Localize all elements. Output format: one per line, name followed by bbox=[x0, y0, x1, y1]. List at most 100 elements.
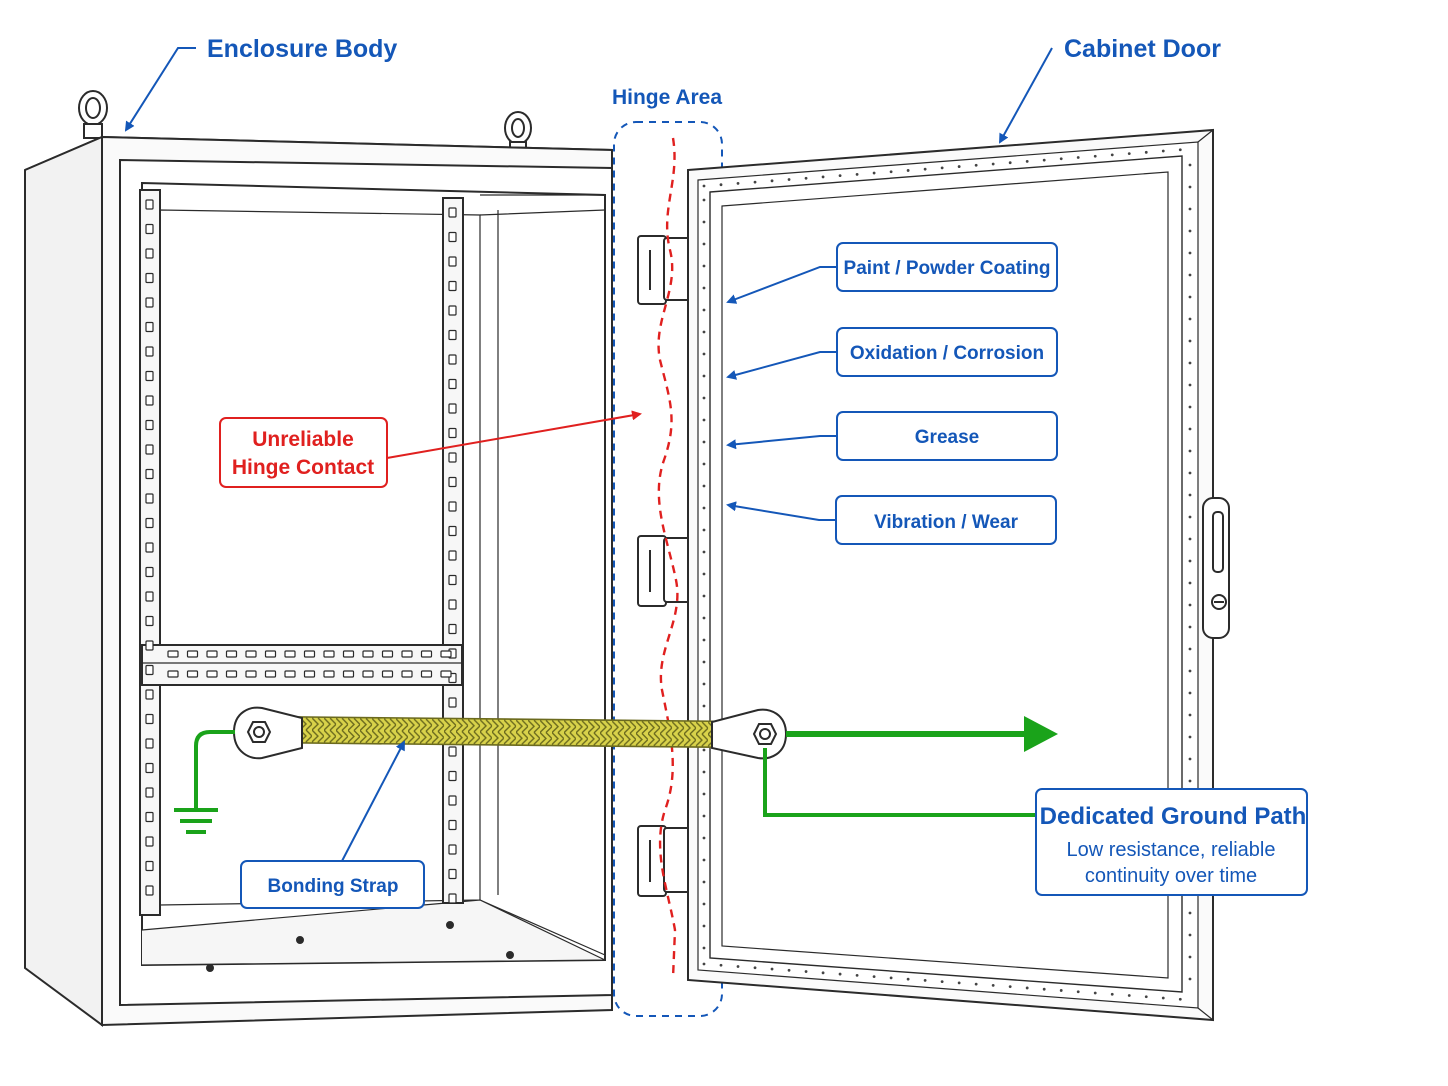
gasket-dot bbox=[702, 374, 706, 378]
gasket-dot bbox=[1059, 989, 1063, 992]
rail-slot bbox=[448, 525, 457, 537]
enclosure-body-leader bbox=[124, 47, 196, 132]
gasket-dot bbox=[1188, 185, 1192, 189]
gasket-dot bbox=[719, 963, 723, 967]
gasket-dot bbox=[1093, 991, 1097, 995]
gasket-dot bbox=[1188, 471, 1192, 475]
rail-slot bbox=[167, 670, 179, 678]
gasket-dot bbox=[889, 976, 893, 980]
gasket-dot bbox=[906, 169, 910, 172]
gasket-dot bbox=[1188, 669, 1192, 673]
gasket-dot bbox=[804, 176, 808, 180]
gasket-dot bbox=[1188, 581, 1192, 585]
gasket-dot bbox=[736, 965, 740, 968]
gasket-dot bbox=[1076, 990, 1080, 994]
rail-slot bbox=[206, 670, 218, 678]
rail-slot bbox=[362, 670, 374, 678]
gasket-dot bbox=[702, 484, 706, 488]
gasket-dot bbox=[923, 978, 927, 982]
gasket-dot bbox=[821, 175, 825, 179]
gasket-dot bbox=[702, 440, 706, 444]
rail-slot bbox=[448, 819, 457, 831]
gasket-dot bbox=[1188, 647, 1192, 651]
gasket-dot bbox=[804, 970, 808, 973]
gasket-dot bbox=[702, 184, 706, 188]
rail-slot bbox=[145, 321, 154, 333]
gasket-dot bbox=[1188, 779, 1192, 783]
ground-wire-left bbox=[194, 730, 235, 808]
gasket-dot bbox=[1076, 156, 1080, 159]
gasket-dot bbox=[1188, 295, 1192, 299]
rail-slot bbox=[448, 207, 457, 218]
rail-slot bbox=[145, 297, 154, 308]
rail-slot bbox=[448, 574, 457, 586]
gasket-dot bbox=[889, 170, 893, 174]
rail-slot bbox=[145, 199, 154, 210]
rail-slot bbox=[145, 493, 154, 504]
rail-slot bbox=[401, 650, 413, 658]
bonding-strap-callout: Bonding Strap bbox=[240, 740, 425, 909]
rail-slot bbox=[448, 231, 457, 243]
gasket-dot bbox=[702, 506, 706, 510]
gasket-dot bbox=[855, 973, 859, 977]
gasket-dot bbox=[974, 163, 978, 167]
gasket-dot bbox=[991, 162, 995, 166]
gasket-dot bbox=[872, 171, 876, 175]
gasket-dot bbox=[1008, 161, 1012, 165]
dedicated-ground-path-callout: Dedicated Ground Path Low resistance, re… bbox=[1035, 788, 1308, 896]
gasket-dot bbox=[940, 980, 944, 984]
rail-slot bbox=[145, 444, 154, 455]
gasket-dot bbox=[702, 792, 706, 796]
gasket-dot bbox=[702, 748, 706, 752]
gasket-dot bbox=[1025, 986, 1029, 990]
gasket-dot bbox=[702, 962, 706, 966]
gasket-dot bbox=[702, 396, 706, 400]
rail-slot bbox=[145, 419, 154, 431]
gasket-dot bbox=[787, 968, 791, 972]
rail-slot bbox=[448, 599, 457, 610]
gasket-dot bbox=[1188, 163, 1192, 167]
gasket-dot bbox=[702, 418, 706, 422]
rail-slot bbox=[145, 468, 154, 480]
gasket-dot bbox=[702, 198, 706, 202]
issue-box-paint: Paint / Powder Coating bbox=[726, 242, 1058, 304]
gasket-dot bbox=[702, 858, 706, 862]
unreliable-line-2: Hinge Contact bbox=[232, 456, 374, 479]
rail-slot bbox=[448, 378, 457, 390]
rail-slot bbox=[440, 670, 452, 678]
rail-slot bbox=[186, 670, 199, 678]
rail-slot bbox=[145, 811, 154, 823]
rail-slot bbox=[448, 329, 457, 341]
rail-slot bbox=[448, 280, 457, 292]
rail-slot bbox=[145, 787, 154, 798]
rail-slot bbox=[145, 542, 154, 553]
gasket-dot bbox=[1188, 251, 1192, 255]
dedicated-ground-sub-1: Low resistance, reliable bbox=[1067, 839, 1276, 861]
rail-slot bbox=[145, 370, 154, 382]
gasket-dot bbox=[1188, 449, 1192, 453]
hinge-middle bbox=[637, 535, 691, 607]
gasket-dot bbox=[702, 594, 706, 598]
gasket-dot bbox=[702, 660, 706, 664]
rail-slot bbox=[145, 738, 154, 749]
rail-slot bbox=[145, 689, 154, 700]
rail-slot bbox=[284, 650, 296, 658]
rail-slot bbox=[448, 550, 457, 561]
gasket-dot bbox=[1093, 154, 1097, 158]
gasket-dot bbox=[702, 330, 706, 334]
gasket-dot bbox=[1188, 735, 1192, 739]
bonding-strap-label: Bonding Strap bbox=[268, 876, 399, 897]
rail-slot bbox=[401, 670, 413, 678]
gasket-dot bbox=[1188, 493, 1192, 497]
gasket-dot bbox=[1188, 559, 1192, 563]
issue-box-vibration: Vibration / Wear bbox=[726, 495, 1057, 545]
rail-slot bbox=[145, 517, 154, 529]
gasket-dot bbox=[1188, 515, 1192, 519]
rail-slot bbox=[420, 670, 433, 678]
rail-slot bbox=[381, 670, 394, 678]
rail-slot bbox=[362, 650, 374, 658]
gasket-dot bbox=[702, 704, 706, 708]
gasket-dot bbox=[753, 180, 757, 184]
rail-slot bbox=[145, 640, 154, 651]
